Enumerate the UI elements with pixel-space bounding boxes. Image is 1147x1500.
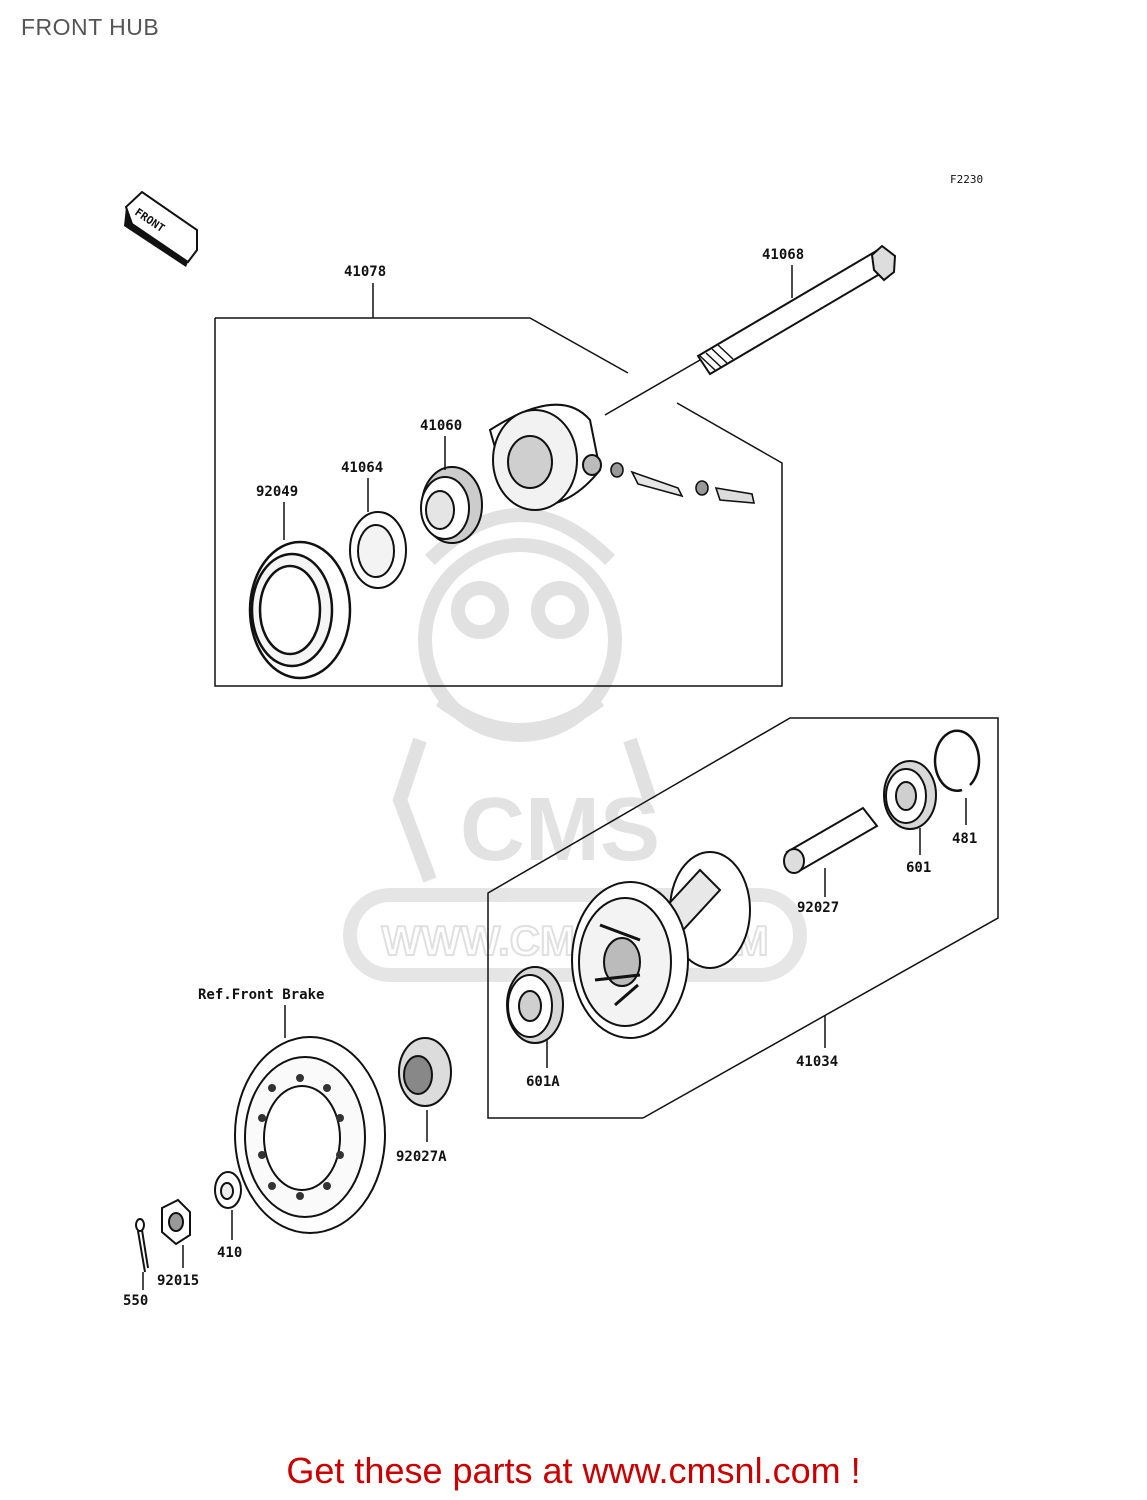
label-ref-front-brake: Ref.Front Brake bbox=[198, 987, 324, 1003]
washer-41064 bbox=[349, 511, 407, 589]
gear-housing bbox=[488, 403, 602, 511]
label-550: 550 bbox=[123, 1293, 148, 1309]
label-92027: 92027 bbox=[797, 900, 839, 916]
group-41034-outline bbox=[487, 717, 999, 1119]
label-481: 481 bbox=[952, 831, 977, 847]
label-41078: 41078 bbox=[344, 264, 386, 280]
axle-41068 bbox=[696, 244, 897, 376]
label-92027A: 92027A bbox=[396, 1149, 447, 1165]
label-601: 601 bbox=[906, 860, 931, 876]
figure-code: F2230 bbox=[950, 173, 983, 186]
label-41034: 41034 bbox=[796, 1054, 838, 1070]
label-41060: 41060 bbox=[420, 418, 462, 434]
cotter-pin-550 bbox=[135, 1218, 149, 1273]
label-41068: 41068 bbox=[762, 247, 804, 263]
page-title: FRONT HUB bbox=[21, 14, 160, 40]
gear-41060 bbox=[420, 466, 483, 544]
pinion-parts bbox=[610, 462, 756, 504]
label-92049: 92049 bbox=[256, 484, 298, 500]
spacer-92027 bbox=[783, 806, 879, 874]
watermark-brand: CMS bbox=[460, 780, 660, 880]
footer-link[interactable]: Get these parts at www.cmsnl.com ! bbox=[0, 1450, 1147, 1492]
group-41078-outline bbox=[214, 283, 783, 687]
hub-41034 bbox=[571, 851, 751, 1039]
front-arrow-icon: FRONT bbox=[124, 190, 198, 267]
label-601A: 601A bbox=[526, 1074, 560, 1090]
circlip-481 bbox=[933, 729, 981, 792]
seal-92049 bbox=[248, 540, 352, 680]
nut-92015 bbox=[161, 1198, 191, 1246]
brake-disc bbox=[234, 1036, 386, 1234]
bearing-601A bbox=[506, 966, 564, 1044]
washer-410 bbox=[214, 1171, 242, 1209]
footer-text[interactable]: Get these parts at www.cmsnl.com ! bbox=[286, 1450, 861, 1491]
label-92015: 92015 bbox=[157, 1273, 199, 1289]
label-41064: 41064 bbox=[341, 460, 383, 476]
bearing-601 bbox=[883, 760, 937, 830]
label-410: 410 bbox=[217, 1245, 242, 1261]
collar-92027A bbox=[398, 1037, 452, 1107]
